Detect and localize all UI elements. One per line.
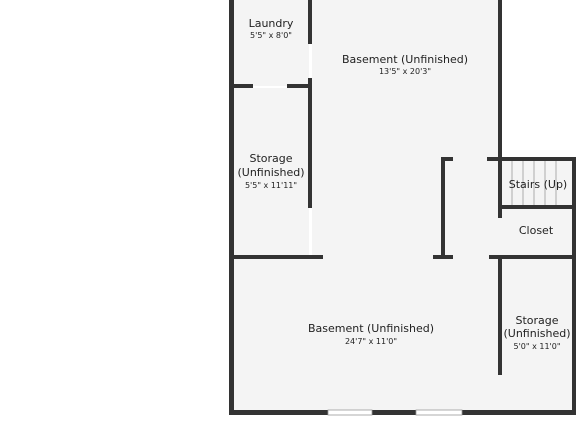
room-basement-upper-label: Basement (Unfinished) 13'5" x 20'3" (342, 53, 468, 76)
wall-mid-left (229, 255, 323, 259)
window-bottom-left (327, 409, 373, 416)
room-stairs-label: Stairs (Up) (509, 178, 567, 191)
room-laundry-name: Laundry (249, 17, 294, 30)
room-closet-label: Closet (519, 224, 554, 237)
room-basement-lower-dims: 24'7" x 11'0" (345, 337, 397, 346)
wall-stairs-divider (498, 157, 502, 217)
wall-storage-right-left (498, 255, 502, 375)
floor-storage-left (233, 88, 309, 256)
wall-outer-left (229, 0, 234, 415)
window-bottom-right (415, 409, 463, 416)
wall-laundry-bottom-b (287, 84, 312, 88)
room-storage-right-label: Storage (Unfinished) 5'0" x 11'0" (503, 314, 570, 351)
wall-outer-bottom (229, 410, 576, 415)
wall-mid-right-a (433, 255, 453, 259)
stair-treads (511, 161, 557, 205)
room-storage-left-name-line1: Storage (249, 152, 292, 165)
wall-outer-right (572, 157, 576, 415)
room-laundry-label: Laundry 5'5" x 8'0" (249, 17, 294, 40)
wall-right-upper (498, 0, 502, 159)
walls (229, 0, 576, 415)
wall-stairs-bottom (498, 205, 576, 209)
wall-stairs-top-b (487, 157, 576, 161)
room-stairs-name: Stairs (Up) (509, 178, 567, 191)
room-storage-right-name-line2: (Unfinished) (503, 327, 570, 340)
windows (327, 409, 463, 416)
wall-stairs-top-a (441, 157, 453, 161)
room-storage-left-label: Storage (Unfinished) 5'5" x 11'11" (237, 152, 304, 190)
room-storage-right-dims: 5'0" x 11'0" (513, 342, 560, 351)
floor-laundry (233, 0, 309, 86)
wall-laundry-right (308, 0, 312, 44)
wall-laundry-bottom-a (229, 84, 253, 88)
room-storage-right-name-line1: Storage (515, 314, 558, 327)
wall-mid-right-b (489, 255, 576, 259)
room-basement-lower-name: Basement (Unfinished) (308, 322, 434, 335)
wall-closet-left (498, 205, 502, 218)
room-basement-upper-dims: 13'5" x 20'3" (379, 67, 431, 76)
room-storage-left-dims: 5'5" x 11'11" (245, 181, 297, 190)
floor-areas (233, 0, 574, 412)
floor-storage-right (501, 258, 574, 412)
room-basement-upper-name: Basement (Unfinished) (342, 53, 468, 66)
room-storage-left-name-line2: (Unfinished) (237, 166, 304, 179)
room-basement-lower-label: Basement (Unfinished) 24'7" x 11'0" (308, 322, 434, 346)
room-closet-name: Closet (519, 224, 554, 237)
floor-basement-lower (233, 258, 501, 412)
wall-storage-left-right (308, 78, 312, 208)
wall-stairs-left (441, 157, 445, 259)
room-laundry-dims: 5'5" x 8'0" (250, 31, 292, 40)
